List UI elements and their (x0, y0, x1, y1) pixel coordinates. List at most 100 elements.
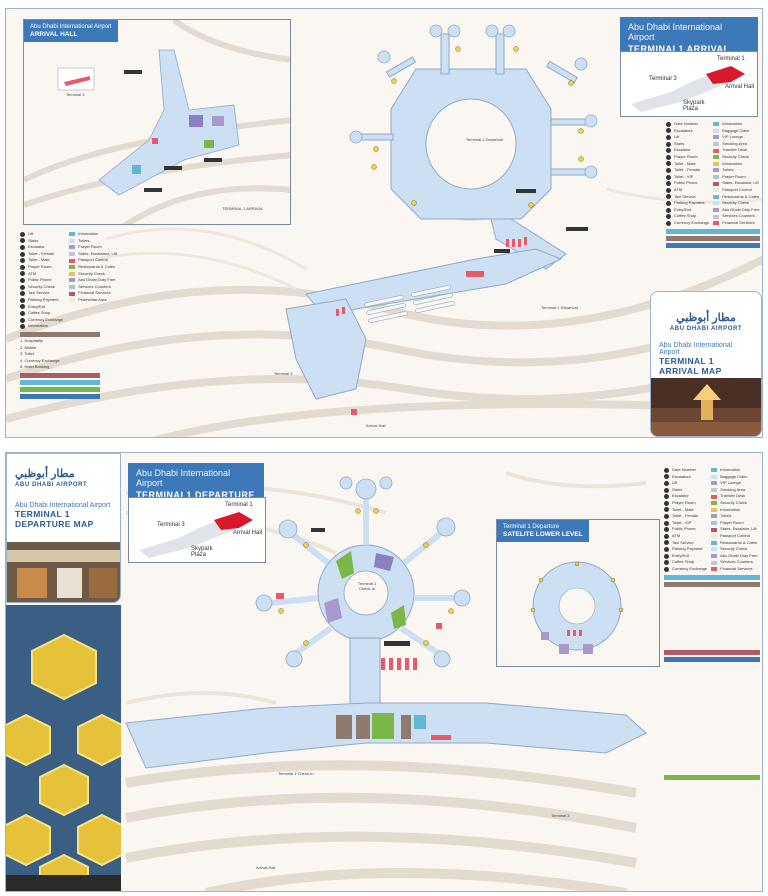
inset-title-line2: SATELITE LOWER LEVEL (503, 531, 583, 538)
legend-item-label: ATM (674, 186, 683, 192)
legend-item-label: Security Check (78, 270, 106, 276)
legend-symbol-icon (20, 310, 25, 316)
legend-item: Toilet - VIP (664, 520, 707, 527)
legend-symbol-icon (20, 264, 25, 270)
legend-item-label: Smoking Area (720, 486, 746, 492)
legend-item-label: VIP Lounge (722, 134, 743, 140)
legend-item: Information (713, 121, 759, 128)
legend-item: Stairs, Escalators, Lift (69, 251, 117, 258)
legend-swatch (713, 208, 720, 213)
legend-item: Escalator (664, 493, 707, 500)
legend-swatch (69, 285, 76, 290)
legend-category-bar (664, 574, 760, 580)
legend-swatch (713, 188, 720, 193)
legend-item-label: Lift (674, 134, 680, 140)
legend-symbol-icon (20, 258, 25, 264)
legend-item: Entry/Exit (666, 207, 709, 214)
legend-category-bar (20, 386, 100, 392)
legend-item-label: Restaurants & Cafes (720, 539, 758, 545)
legend-item-label: Security Check (722, 153, 750, 159)
legend-item: Lift (666, 134, 709, 141)
terminal-ceiling-photo (6, 605, 121, 891)
legend-item-label: ATM (28, 270, 37, 276)
legend-item: Restaurants & Cafes (69, 264, 117, 271)
legend-symbol-icon (664, 513, 669, 519)
legend-item-label: Toilets (720, 513, 732, 519)
legend-item-label: Entry/Exit (672, 552, 690, 558)
legend-item: 3. Toilet (20, 351, 140, 358)
legend-swatch (713, 128, 720, 133)
legend-item: Restaurants & Cafes (713, 194, 759, 201)
legend-symbol-icon (664, 467, 669, 473)
legend-swatch (713, 135, 720, 140)
legend-item: Abu Dhabi Duty Free (711, 553, 758, 560)
legend-symbol-icon (666, 194, 671, 200)
legend-item: Prayer Room (664, 500, 707, 507)
legend-item-label: Taxi Service (672, 539, 694, 545)
legend-symbol-icon (666, 121, 671, 127)
legend-item-label: Stairs (674, 140, 685, 146)
legend-item: Escalator (666, 147, 709, 154)
legend-swatch (69, 252, 76, 257)
cover-line2: TERMINAL 1 (15, 509, 70, 519)
legend-swatch (711, 540, 718, 545)
legend-item-label: Toilet - Female (28, 250, 55, 256)
legend-item: Security Check (711, 546, 757, 553)
legend-item: Information (20, 323, 63, 330)
legend-symbol-icon (664, 520, 669, 526)
legend-item: Entry/Exit (664, 553, 707, 560)
legend-swatch (713, 194, 720, 199)
legend-swatch (69, 278, 76, 283)
legend-item-label: Information (78, 231, 99, 236)
legend-item: Lift (20, 231, 63, 238)
legend-item: ATM (666, 187, 709, 194)
legend-item-label: Escalator (674, 147, 691, 153)
legend-item: Baggage Claim (713, 128, 759, 135)
legend-item: VIP Lounge (711, 480, 757, 487)
legend-item: Taxi Service (664, 540, 707, 547)
inset-title-line1: Terminal 1 Departure (503, 524, 560, 530)
legend-symbol-icon (664, 560, 669, 566)
legend-category-bar (664, 774, 760, 780)
legend-symbol-icon (666, 200, 671, 206)
legend-swatch (713, 155, 720, 160)
legend-symbol-icon (666, 187, 671, 193)
legend-item: Stairs (664, 487, 707, 494)
locator-map-shape (139, 512, 253, 558)
legend-item: Taxi Service (666, 194, 709, 201)
legend-symbol-icon (666, 134, 671, 140)
legend-item-label: Public Phone (674, 180, 698, 186)
legend-symbol-icon (20, 251, 25, 257)
legend-item-label: Restaurants & Cafes (78, 263, 116, 269)
legend-swatch (711, 507, 718, 512)
legend-item-label: Security Check (28, 283, 55, 289)
legend-swatch (69, 258, 76, 263)
legend-symbol-icon (666, 220, 671, 226)
legend-item-label: 5. Hotel Booking (20, 364, 50, 370)
legend-swatch (69, 238, 76, 243)
legend-item: Gate Number (664, 467, 707, 474)
map-label-center: Terminal 1 Check-In (357, 581, 377, 591)
legend-swatch (69, 232, 76, 237)
map-label-left: Terminal 1 Check-In (278, 771, 314, 776)
legend-item: Coffee Shop (20, 310, 63, 317)
legend-item-label: Gate Number (672, 467, 697, 472)
legend-item: Baggage Claim (711, 474, 757, 481)
legend-symbol-icon (664, 546, 669, 552)
legend-item-label: Pedestrian Area (78, 296, 107, 302)
legend-item-label: Passport Control (78, 257, 108, 263)
legend-item-label: Coffee Shop (672, 559, 695, 565)
legend-item: Security Check (20, 284, 63, 291)
legend-swatch (711, 521, 718, 526)
legend-item-label: Prayer Room (722, 173, 746, 179)
satellite-inset-map (497, 520, 659, 666)
legend-item-label: Toilet - Female (674, 167, 701, 173)
legend-item-label: Smoking Area (722, 140, 748, 146)
cover-line3: ARRIVAL MAP (659, 366, 722, 376)
legend-item-label: Passport Control (720, 532, 750, 538)
arrival-terminal-map (6, 24, 762, 437)
legend-category-bar (664, 649, 760, 655)
